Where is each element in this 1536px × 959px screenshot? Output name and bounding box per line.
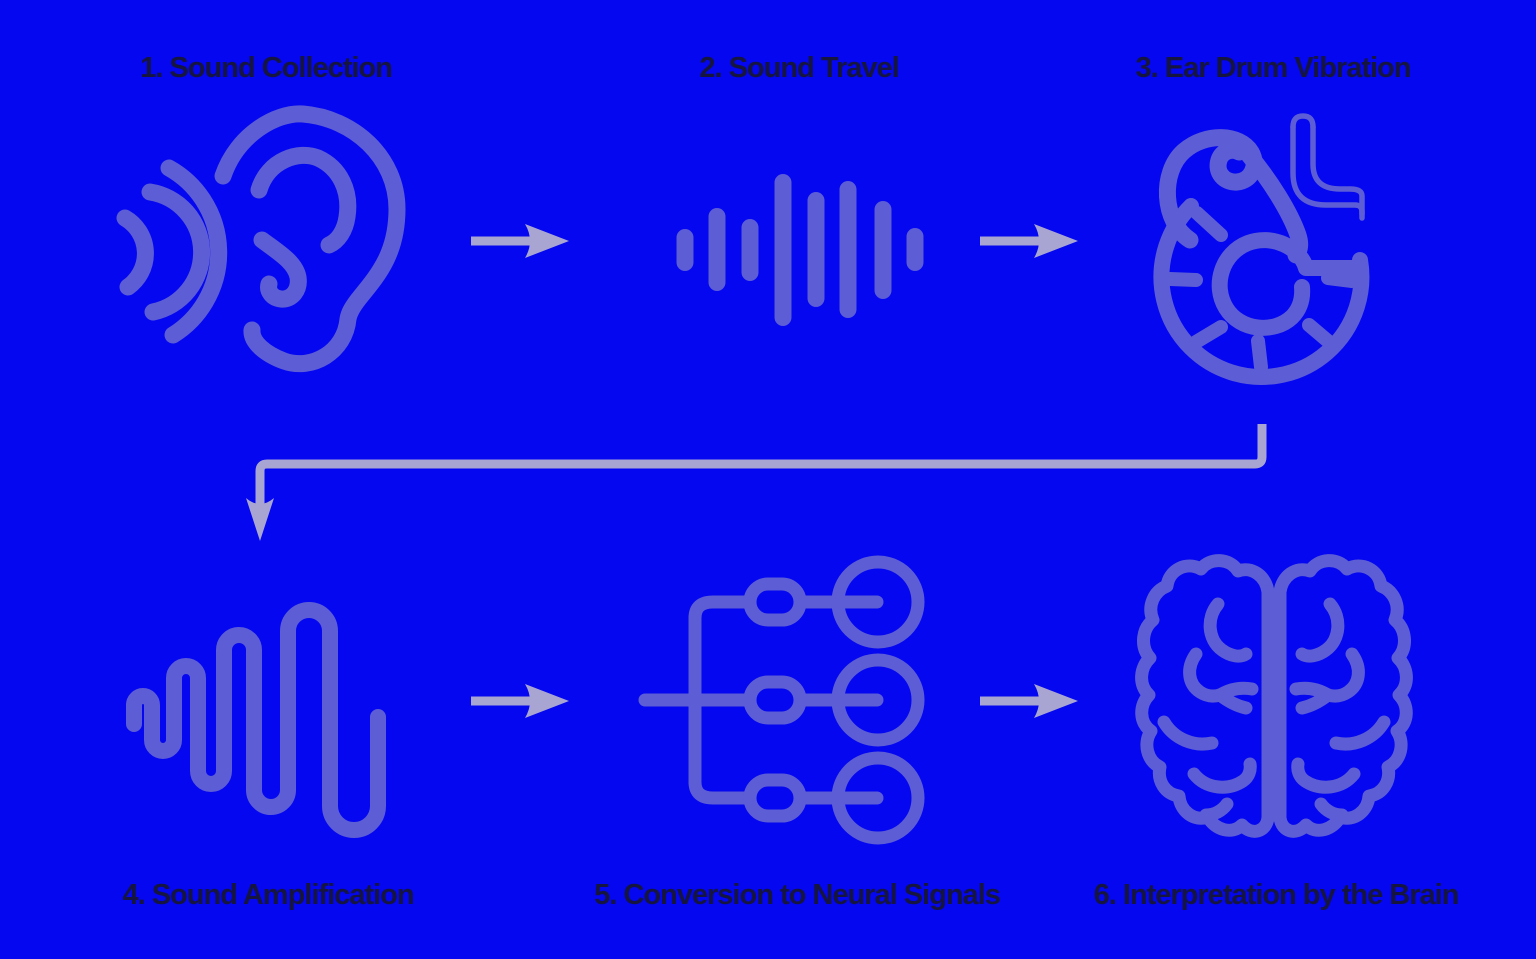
synapse-node-middle [743, 675, 807, 725]
amplified-waveform-icon [126, 602, 386, 838]
ear-concha [253, 231, 307, 308]
step-1-title: 1. Sound Collection [140, 52, 393, 84]
inner-drum-hook [1211, 232, 1368, 336]
ear-inner-helix [250, 146, 357, 254]
sound-bars [676, 174, 924, 326]
neuron-top [831, 555, 925, 649]
ear-outline [214, 105, 406, 373]
step-4-title: 4. Sound Amplification [122, 879, 414, 911]
neuron-middle [831, 653, 925, 747]
ear-canal-tube [1290, 113, 1365, 221]
arrow-right-icon-4 [980, 684, 1078, 718]
sound-wave-small [116, 209, 154, 296]
ear-drum-circle [1153, 198, 1370, 385]
synapse-node-bottom [743, 773, 807, 823]
sound-wave-medium [141, 183, 211, 321]
arrow-right-icon-1 [471, 224, 569, 258]
branch-bottom [688, 775, 757, 805]
branch-top [688, 595, 757, 625]
brain-left-hemisphere [1135, 554, 1275, 838]
arrow-right-icon-2 [980, 224, 1078, 258]
step-6-title: 6. Interpretation by the Brain [1093, 879, 1460, 911]
sound-wave-bars-icon [676, 174, 924, 326]
synapse-node-top [743, 577, 807, 627]
elbow-arrow-down-icon [246, 424, 1267, 541]
arrow-right-icon-3 [471, 684, 569, 718]
ear-drum-icon [1153, 113, 1370, 385]
ear-with-sound-waves-icon [116, 105, 406, 373]
step-3-title: 3. Ear Drum Vibration [1135, 52, 1412, 84]
growing-waveform [126, 602, 386, 838]
brain-right-hemisphere [1273, 554, 1413, 838]
neural-signals-icon [638, 555, 925, 845]
vibration-ticks [1163, 206, 1359, 374]
step-5-title: 5. Conversion to Neural Signals [594, 879, 1001, 911]
brain-icon [1135, 554, 1413, 838]
step-2-title: 2. Sound Travel [699, 52, 899, 84]
sound-wave-large [160, 159, 228, 344]
neuron-bottom [831, 751, 925, 845]
